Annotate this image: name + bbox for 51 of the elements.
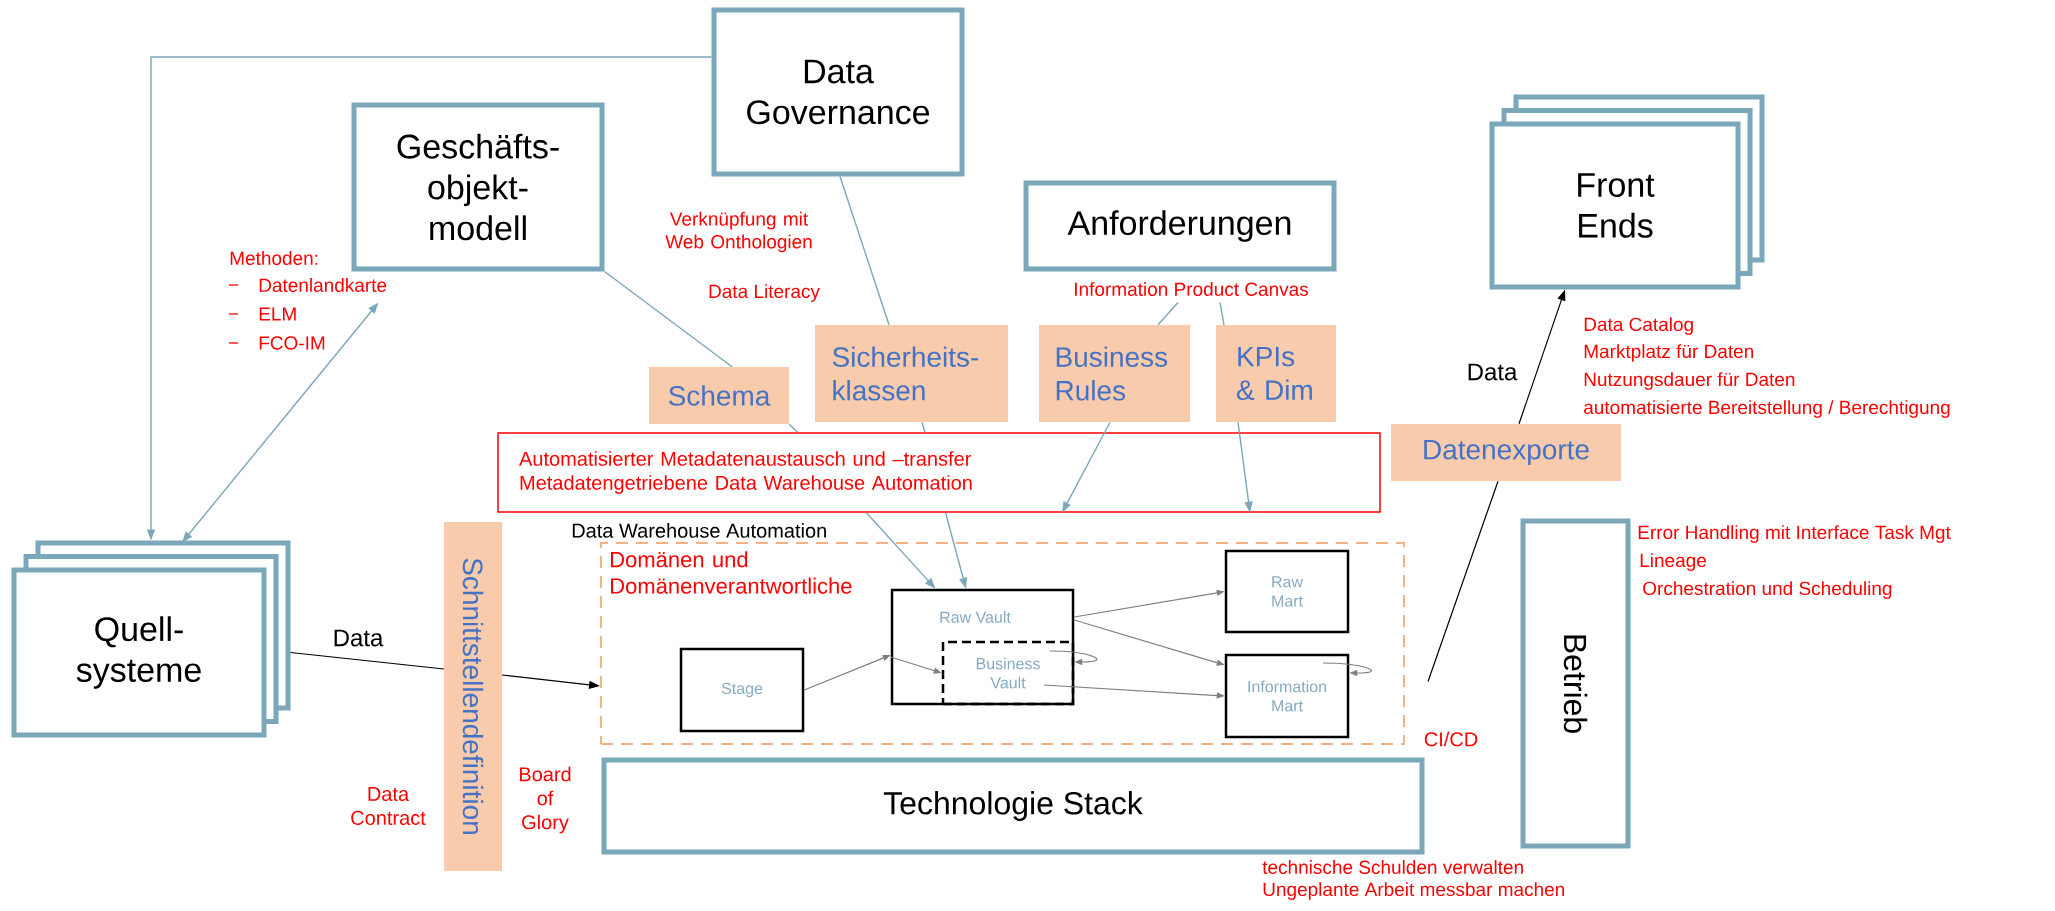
connector-line (921, 421, 926, 433)
layer-box: Raw Mart (1224, 549, 1350, 634)
process-box: Betrieb (1520, 518, 1631, 849)
note-text: Data Catalog (1584, 317, 1693, 335)
layer-box: Stage (679, 647, 805, 733)
note-text: automatisierte Bereitstellung / Berechtigung (1584, 400, 1950, 418)
process-box: Technologie Stack (601, 757, 1425, 855)
note-text: Nutzungsdauer für Daten (1584, 372, 1795, 390)
process-box: Data Governance (711, 7, 965, 177)
node-label: Lineage (1640, 553, 1706, 571)
note-text: Verknüpfung mit Web Onthologien (665, 211, 812, 253)
topic-box: Sicherheits- klassen (815, 325, 1008, 422)
layer-box: Information Mart (1224, 653, 1350, 739)
list-item: ELM (259, 307, 296, 321)
note-text: technische Schulden verwalten (1262, 860, 1523, 874)
layer-box: Business Vault (941, 640, 1075, 706)
node-label: Error Handling mit Interface Task Mgt (1638, 525, 1951, 543)
edge-label: Data (331, 628, 385, 648)
node-label: Information Product Canvas (1075, 282, 1309, 296)
connector-line (1427, 480, 1499, 683)
node-label: Orchestration und Scheduling (1643, 581, 1892, 599)
list-item: Datenlandkarte (259, 278, 387, 292)
stacked-box: Quell- systeme (11, 540, 291, 738)
stacked-box: Front Ends (1489, 94, 1765, 290)
list-item: FCO-IM (259, 336, 325, 350)
frame-heading: Data Warehouse Automation (572, 523, 826, 538)
process-box: Anforderungen (1023, 180, 1337, 272)
note-text: CI/CD (1424, 731, 1478, 747)
connector-line (839, 175, 890, 326)
edge-label: Data (1465, 362, 1519, 382)
note-text: Data Contract (351, 787, 426, 825)
connector-line (603, 270, 733, 368)
note-text: Marktplatz für Daten (1584, 344, 1754, 362)
connector-line (1219, 301, 1225, 326)
topic-box: KPIs & Dim (1216, 325, 1336, 422)
connector-line (1157, 301, 1179, 326)
topic-box: Schema (649, 367, 789, 424)
connector-line (289, 651, 445, 670)
connector-line (788, 423, 799, 433)
note-text: Data Literacy (709, 284, 820, 302)
note-text: Methoden: (230, 251, 318, 265)
arrow (1322, 662, 1372, 677)
note-text: Board of Glory (519, 766, 571, 834)
topic-box: Business Rules (1039, 325, 1190, 422)
process-box: Geschäfts- objekt- modell (351, 102, 605, 272)
arrow (1049, 650, 1098, 666)
domain-note: Domänen und Domänenverantwortliche (611, 551, 852, 594)
topic-box: Schnittstellendefinition (444, 522, 502, 871)
note-box: Automatisierter Metadatenaustausch und –transfer Metadatengetriebene Data Warehouse Automation (497, 432, 1381, 513)
note-text: Ungeplante Arbeit messbar machen (1263, 882, 1565, 900)
topic-box: Datenexporte (1391, 424, 1621, 481)
